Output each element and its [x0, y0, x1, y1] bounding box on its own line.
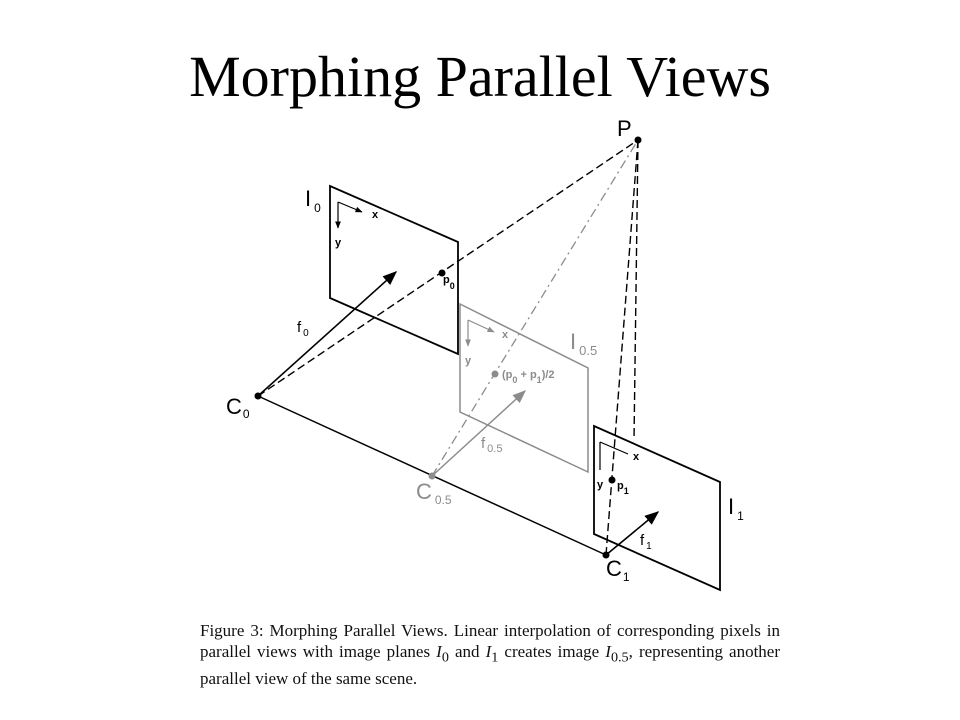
caption-sub-05: 0.5 [610, 649, 629, 666]
image-plane-i1 [593, 424, 721, 592]
point-p1 [608, 476, 616, 484]
label-p0: p0 [443, 274, 455, 291]
axes-i0 [335, 201, 363, 229]
focal-vector-f1 [605, 511, 660, 556]
axes-i05 [465, 319, 495, 347]
caption-sub-1: 1 [491, 649, 499, 666]
caption-sub-0: 0 [441, 649, 449, 666]
focal-vector-f0 [257, 271, 398, 397]
label-y-i05: y [465, 355, 472, 367]
label-y-i1: y [597, 479, 604, 491]
axes-i1 [599, 441, 629, 470]
caption-part2: creates image [498, 642, 606, 661]
point-p0 [438, 269, 446, 277]
ray-c1-p [605, 139, 639, 556]
label-c1: C1 [606, 556, 630, 584]
ray-c0-p [257, 139, 639, 397]
point-midpoint [491, 370, 499, 378]
caption-symbol-i05: I [605, 642, 611, 661]
point-c1 [602, 551, 610, 559]
label-x-i05: x [502, 329, 509, 341]
slide-title: Morphing Parallel Views [189, 44, 771, 109]
image-plane-i0 [329, 184, 459, 356]
label-p1: p1 [617, 480, 629, 496]
point-c0 [254, 392, 262, 400]
label-c0: C0 [226, 394, 250, 421]
caption-symbol-i1: I [485, 642, 492, 661]
label-p: P [617, 116, 632, 141]
ray-p-i1 [633, 139, 639, 441]
ray-c05-p [431, 139, 639, 477]
caption-part3: , representing another parallel view of … [200, 642, 781, 689]
label-x-i0: x [372, 209, 379, 221]
figure-caption: Figure 3: Morphing Parallel Views. Linea… [200, 620, 780, 689]
caption-symbol-i0: I [436, 642, 442, 661]
point-c05 [428, 472, 436, 480]
caption-part1: Figure 3: Morphing Parallel Views. Linea… [200, 621, 780, 661]
label-x-i1: x [633, 451, 640, 463]
point-p [634, 136, 642, 144]
label-midpoint: (p0 + p1)/2 [502, 369, 555, 385]
caption-and: and [448, 642, 486, 661]
label-y-i0: y [335, 237, 342, 249]
image-plane-i05 [459, 302, 589, 474]
focal-vector-f05 [431, 390, 526, 477]
